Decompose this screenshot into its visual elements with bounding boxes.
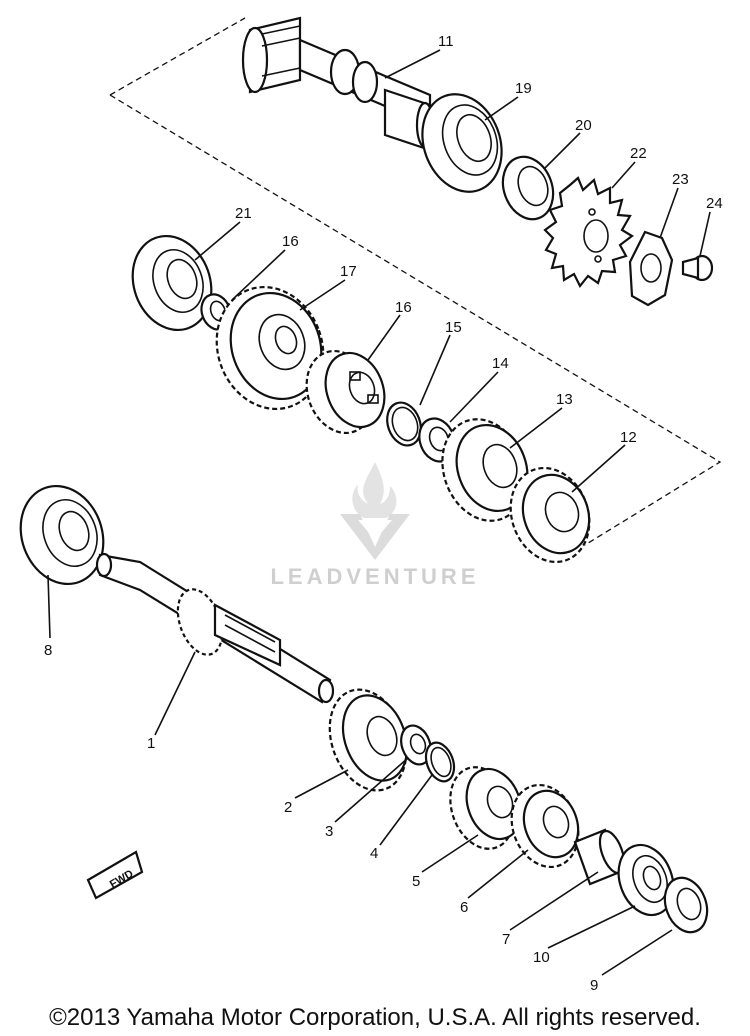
part-label-6: 6: [460, 899, 468, 916]
alignment-lines: [109, 17, 722, 546]
part-label-14: 14: [492, 355, 509, 372]
part-label-12: 12: [620, 429, 637, 446]
main-axle-1: [95, 552, 335, 704]
part-label-4: 4: [370, 845, 378, 862]
bearing-9: [663, 876, 709, 934]
part-label-7: 7: [502, 931, 510, 948]
middle-gear-stack: [131, 234, 591, 564]
part-label-16-gear: 16: [395, 299, 412, 316]
part-label-16-washer: 16: [282, 233, 299, 250]
part-labels: 11 19 20 22 23 24 21 16 17 16 15 14 13 1…: [44, 33, 723, 994]
part-label-24: 24: [706, 195, 723, 212]
part-label-9: 9: [590, 977, 598, 994]
bolt-24: [681, 254, 714, 282]
watermark: LEADVENTURE: [240, 452, 510, 592]
part-label-1: 1: [147, 735, 155, 752]
part-label-11: 11: [438, 33, 454, 50]
part-label-20: 20: [575, 117, 592, 134]
part-label-13: 13: [556, 391, 573, 408]
main-axle-assembly: [19, 484, 709, 934]
part-label-17: 17: [340, 263, 357, 280]
gear-6: [510, 783, 580, 869]
lock-washer-23: [628, 230, 674, 307]
part-label-15: 15: [445, 319, 462, 336]
part-label-21: 21: [235, 205, 252, 222]
part-label-10: 10: [533, 949, 550, 966]
copyright-footer: ©2013 Yamaha Motor Corporation, U.S.A. A…: [49, 1004, 701, 1031]
collar-7: [573, 828, 626, 886]
part-label-3: 3: [325, 823, 333, 840]
bearing-21: [131, 234, 213, 332]
watermark-logo-icon: [340, 462, 410, 560]
part-label-23: 23: [672, 171, 689, 188]
leader-lines: [47, 49, 711, 976]
gear-5: [449, 766, 523, 850]
watermark-text: LEADVENTURE: [270, 564, 480, 589]
gear-17: [215, 285, 325, 411]
bearing-10: [617, 843, 675, 917]
drive-axle: [241, 16, 435, 152]
drive-axle-assembly: [241, 16, 714, 307]
part-label-19: 19: [515, 80, 532, 97]
circlip-4: [424, 741, 456, 783]
circlip-15: [386, 401, 422, 447]
washer-3: [400, 724, 432, 766]
bearing-8: [19, 484, 105, 586]
part-label-2: 2: [284, 799, 292, 816]
part-label-22: 22: [630, 145, 647, 162]
oil-seal-20: [501, 155, 555, 221]
gear-13: [441, 418, 529, 522]
transmission-exploded-diagram: FWD 11 19 20 22 23 24 21 16: [19, 16, 723, 994]
gear-2: [328, 688, 409, 792]
part-label-8: 8: [44, 642, 52, 659]
bearing-19: [421, 93, 503, 193]
drive-sprocket-22: [543, 176, 634, 289]
gear-12: [509, 466, 591, 564]
fwd-arrow-badge: FWD: [86, 850, 144, 900]
gear-16: [305, 349, 386, 435]
part-label-5: 5: [412, 873, 420, 890]
